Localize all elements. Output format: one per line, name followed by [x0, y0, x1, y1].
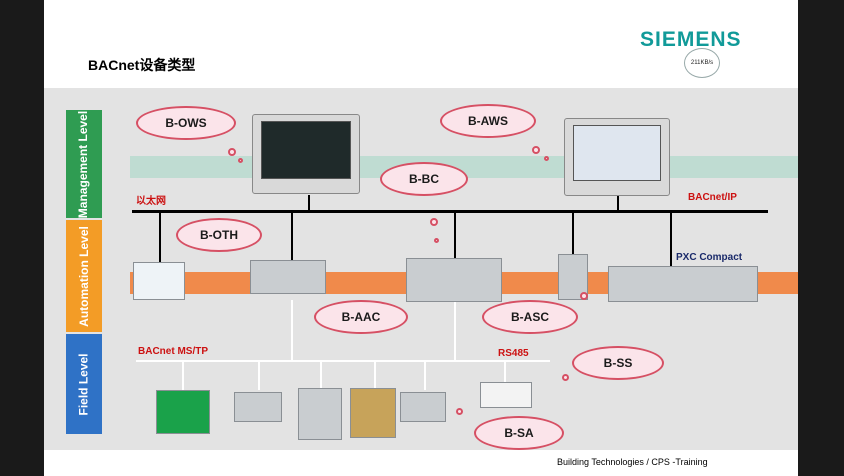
management-level-label: Management Level — [76, 110, 91, 218]
room-panel-device — [133, 262, 185, 300]
drop-line-asc — [572, 212, 574, 256]
drop-line-aac — [291, 212, 293, 262]
drop-line-othr — [159, 212, 161, 264]
cloud-b-ss: B-SS — [572, 346, 664, 380]
field-device-2 — [234, 392, 282, 422]
field-device-6 — [480, 382, 532, 408]
cloud-b-bc: B-BC — [380, 162, 468, 196]
field-device-3 — [298, 388, 342, 440]
ows-monitor — [252, 114, 360, 194]
cloud-b-ows: B-OWS — [136, 106, 236, 140]
cloud-b-asc-dot — [580, 292, 588, 300]
slide-footer: Building Technologies / CPS -Training — [44, 450, 798, 476]
cloud-b-ows-dot-1 — [228, 148, 236, 156]
cloud-b-ss-dot — [562, 374, 569, 381]
cloud-b-asc: B-ASC — [482, 300, 578, 334]
drop-field-1 — [182, 360, 184, 390]
ethernet-bus — [132, 210, 768, 213]
cloud-b-sa: B-SA — [474, 416, 564, 450]
field-device-4 — [350, 388, 396, 438]
bc-controller — [406, 258, 502, 302]
cloud-b-aws-dot-1 — [532, 146, 540, 154]
ms-tp-bus — [136, 360, 550, 362]
slide-title: BACnet设备类型 — [88, 57, 196, 73]
slide-header: BACnet设备类型 SIEMENS 211KB/s — [44, 0, 798, 88]
cloud-b-aac: B-AAC — [314, 300, 408, 334]
speed-badge-text: 211KB/s — [690, 60, 714, 66]
ms-tp-riser — [291, 300, 293, 362]
drop-field-3 — [320, 360, 322, 390]
pxc-compact-label: PXC Compact — [676, 252, 743, 263]
field-device-5 — [400, 392, 446, 422]
cloud-b-bc-dot-1 — [430, 218, 438, 226]
drop-line-bc — [454, 212, 456, 262]
bacnet-ip-label: BACnet/IP — [688, 192, 737, 203]
automation-level-bar: Automation Level — [66, 220, 102, 332]
siemens-logo: SIEMENS — [640, 28, 742, 51]
ethernet-label: 以太网 — [136, 196, 166, 207]
rs485-label: RS485 — [498, 348, 529, 359]
cloud-b-sa-dot — [456, 408, 463, 415]
cloud-b-bc-dot-2 — [434, 238, 439, 243]
field-device-1 — [156, 390, 210, 434]
drop-field-5 — [424, 360, 426, 390]
ows-screen — [261, 121, 351, 179]
aws-monitor — [564, 118, 670, 196]
cloud-b-ows-dot-2 — [238, 158, 243, 163]
footer-text: Building Technologies / CPS -Training — [557, 457, 708, 467]
drop-line-pxc — [670, 212, 672, 268]
cloud-b-aws: B-AWS — [440, 104, 536, 138]
ms-tp-label: BACnet MS/TP — [138, 346, 208, 357]
slide: BACnet设备类型 SIEMENS 211KB/s Management Le… — [44, 0, 798, 476]
rs485-riser — [454, 300, 456, 362]
drop-line-ows — [308, 195, 310, 211]
cloud-b-oth: B-OTH — [176, 218, 262, 252]
management-level-bar: Management Level — [66, 110, 102, 218]
speed-badge: 211KB/s — [684, 48, 720, 78]
aws-screen — [573, 125, 661, 181]
field-level-label: Field Level — [76, 352, 91, 416]
aac-controller — [250, 260, 326, 294]
field-level-bar: Field Level — [66, 334, 102, 434]
cloud-b-aws-dot-2 — [544, 156, 549, 161]
automation-level-label: Automation Level — [76, 225, 91, 327]
drop-field-4 — [374, 360, 376, 390]
drop-line-aws — [617, 195, 619, 211]
pxc-compact-controller — [608, 266, 758, 302]
drop-field-6 — [504, 360, 506, 390]
drop-field-2 — [258, 360, 260, 390]
